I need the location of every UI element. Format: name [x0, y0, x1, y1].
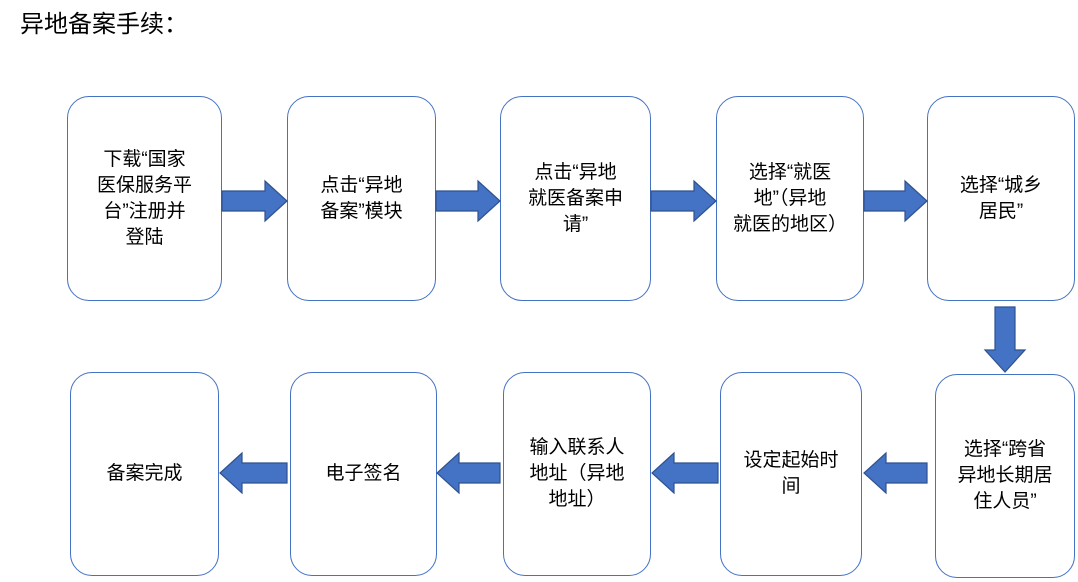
- page-title: 异地备案手续：: [20, 11, 188, 38]
- step-text-line: 下载“国家: [103, 148, 186, 170]
- step-text-line: 点击“异地: [320, 174, 403, 196]
- step-text-line: 备案完成: [106, 463, 183, 484]
- step-box-click-remote-filing-module: 点击“异地 备案”模块: [287, 96, 436, 301]
- step-box-select-resident-type: 选择“城乡 居民”: [927, 96, 1075, 301]
- arrow-left-icon: [219, 451, 288, 495]
- step-text-line: 就医备案申: [527, 187, 623, 209]
- step-text-line: 输入联系人: [529, 437, 625, 458]
- step-box-select-treatment-location: 选择“就医 地”（异地 就医的地区）: [716, 96, 864, 301]
- step-text-line: 就医的地区）: [732, 213, 847, 235]
- step-box-enter-contact-address: 输入联系人 地址（异地 地址）: [503, 372, 651, 576]
- step-box-set-start-time: 设定起始时 间: [720, 372, 862, 576]
- step-box-electronic-signature: 电子签名: [290, 372, 437, 576]
- arrow-left-icon: [436, 451, 501, 495]
- arrow-right-icon: [863, 179, 928, 223]
- arrow-left-icon: [651, 451, 719, 495]
- step-text-line: 地址（异地: [529, 463, 625, 484]
- step-text-line: 住人员”: [973, 491, 1037, 512]
- step-box-select-long-term-resident: 选择“跨省 异地长期居 住人员”: [935, 374, 1075, 578]
- arrow-right-icon: [435, 179, 501, 223]
- step-box-download-register: 下载“国家 医保服务平 台”注册并 登陆: [67, 96, 222, 301]
- step-box-click-filing-application: 点击“异地 就医备案申 请”: [500, 96, 651, 301]
- arrow-down-icon: [983, 306, 1027, 373]
- arrow-right-icon: [650, 179, 717, 223]
- step-text: 选择“城乡 居民”: [960, 173, 1042, 225]
- step-text-line: 医保服务平: [96, 174, 192, 196]
- step-text: 下载“国家 医保服务平 台”注册并 登陆: [97, 147, 192, 251]
- step-text: 备案完成: [106, 461, 182, 487]
- arrow-right-icon: [221, 179, 288, 223]
- step-text: 输入联系人 地址（异地 地址）: [529, 435, 624, 513]
- step-text: 点击“异地 备案”模块: [320, 173, 402, 225]
- step-text: 电子签名: [325, 461, 401, 487]
- step-text: 设定起始时 间: [743, 448, 838, 500]
- arrow-left-icon: [863, 451, 928, 495]
- step-text-line: 居民”: [978, 200, 1024, 222]
- step-text-line: 选择“就医: [748, 161, 832, 183]
- step-text-line: 选择“跨省: [963, 439, 1047, 460]
- step-text-line: 台”注册并: [103, 200, 186, 222]
- step-text-line: 设定起始时: [743, 450, 839, 471]
- step-text-line: 登陆: [125, 226, 164, 248]
- step-text-line: 选择“城乡: [959, 174, 1043, 196]
- step-text-line: 异地长期居: [957, 465, 1053, 486]
- step-text-line: 点击“异地: [534, 161, 617, 183]
- step-text-line: 备案”模块: [320, 200, 403, 222]
- step-text: 点击“异地 就医备案申 请”: [528, 160, 623, 238]
- step-text: 选择“就医 地”（异地 就医的地区）: [733, 160, 847, 238]
- step-text-line: 地”（异地: [753, 187, 827, 209]
- step-text-line: 电子签名: [325, 463, 402, 484]
- step-text-line: 请”: [562, 213, 589, 235]
- step-text-line: 间: [781, 476, 801, 497]
- step-text-line: 地址）: [548, 489, 606, 510]
- step-box-filing-complete: 备案完成: [70, 372, 219, 576]
- step-text: 选择“跨省 异地长期居 住人员”: [957, 437, 1052, 515]
